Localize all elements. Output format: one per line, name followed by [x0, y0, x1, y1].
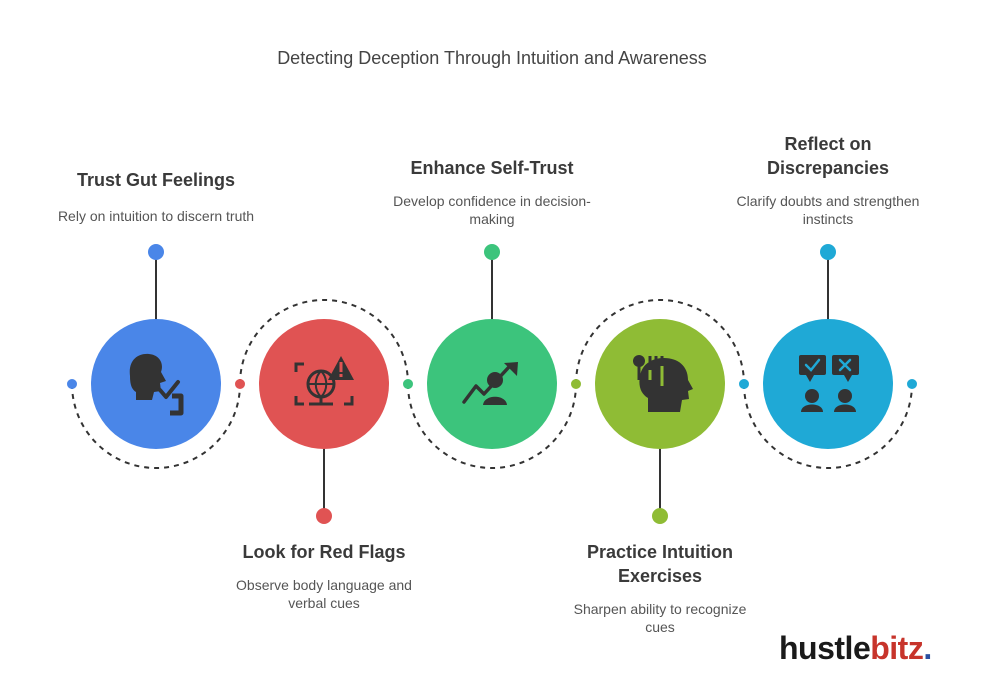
connector-arc-4 — [575, 299, 745, 385]
step-4-title: Practice Intuition Exercises — [586, 542, 734, 586]
globe-warning-icon — [294, 356, 354, 406]
head-tools-icon — [633, 355, 693, 412]
step-1-description: Rely on intuition to discern truth — [57, 208, 255, 224]
junction-dot-2 — [235, 379, 245, 389]
diagram-title: Detecting Deception Through Intuition an… — [277, 48, 707, 68]
step-2-title: Look for Red Flags — [242, 542, 406, 562]
connector-arc-2 — [239, 299, 409, 385]
step-3-description: Develop confidence in decision-making — [393, 193, 591, 227]
hustlebitz-logo: hustlebitz. — [779, 630, 932, 667]
stem-dot-3 — [484, 244, 500, 260]
connector-arc-5 — [743, 383, 913, 469]
step-2-description: Observe body language and verbal cues — [236, 577, 412, 611]
logo-text-bitz: bitz — [870, 630, 924, 666]
person-growth-icon — [462, 362, 518, 405]
logo-text-hustle: hustle — [779, 630, 871, 666]
stem-dot-5 — [820, 244, 836, 260]
junction-dot-1 — [67, 379, 77, 389]
connector-arc-3 — [407, 383, 577, 469]
people-check-cross-icon — [799, 355, 859, 412]
stem-dot-1 — [148, 244, 164, 260]
head-check-icon — [129, 353, 184, 416]
logo-dot: . — [923, 630, 932, 666]
junction-dot-4 — [571, 379, 581, 389]
step-4-description: Sharpen ability to recognize cues — [573, 601, 747, 635]
step-5-description: Clarify doubts and strengthen instincts — [736, 193, 920, 227]
junction-dot-6 — [907, 379, 917, 389]
stem-dot-2 — [316, 508, 332, 524]
stem-dot-4 — [652, 508, 668, 524]
junction-dot-3 — [403, 379, 413, 389]
junction-dot-5 — [739, 379, 749, 389]
step-5-title: Reflect on Discrepancies — [766, 134, 890, 178]
step-3-title: Enhance Self-Trust — [410, 158, 574, 178]
connector-arc-1 — [71, 383, 241, 469]
step-1-title: Trust Gut Feelings — [76, 170, 236, 190]
step-circle-5 — [763, 319, 893, 449]
